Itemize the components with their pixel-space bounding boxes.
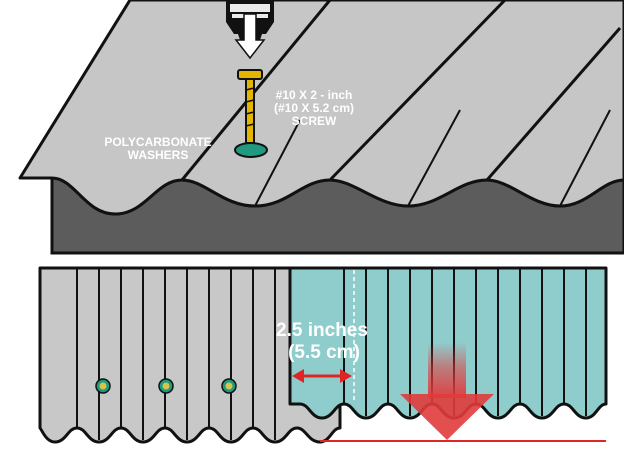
screw-label-line3: SCREW [292,114,337,128]
panel-screw-heads [95,378,237,394]
down-arrow-icon [400,342,494,440]
roof-ridge-lines [180,0,622,207]
drill-icon [226,0,274,60]
overlap-label-line1: 2.5 inches [276,320,368,341]
screw-label-line2: (#10 X 5.2 cm) [274,101,354,115]
grey-roof-panel [38,266,342,444]
washers-label-line2: WASHERS [128,148,189,162]
double-arrow-icon [292,369,352,383]
grey-panel-ribs [76,268,276,440]
polycarbonate-washer [234,142,268,158]
drill-down-arrow-icon [234,13,266,60]
washers-label-line1: POLYCARBONATE [104,135,211,149]
overlap-label-line2: (5.5 cm) [288,342,360,363]
roof-top-surface [18,0,624,216]
roof-panel-perspective [18,0,624,255]
screw-label-line1: #10 X 2 - inch [276,88,353,102]
